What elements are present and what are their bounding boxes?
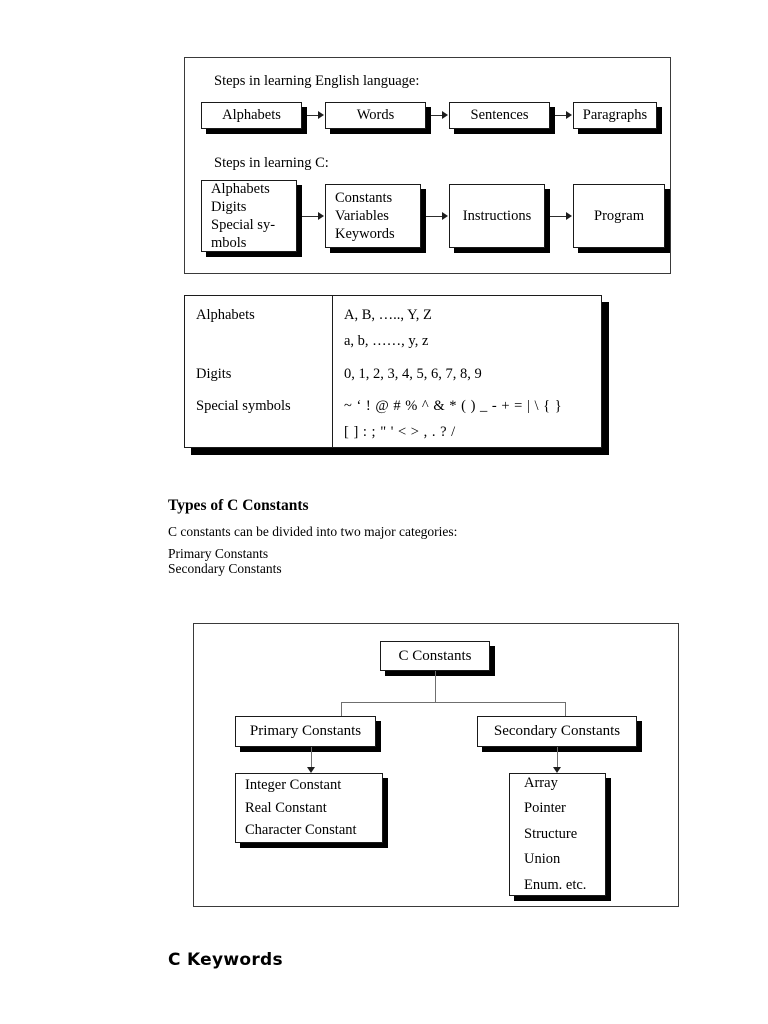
tree-branch-title: Secondary Constants	[493, 723, 621, 740]
english-connector-2	[431, 115, 445, 116]
learning-steps-panel: Steps in learning English language: Alph…	[184, 57, 671, 274]
english-step-box-sentences: Sentences	[449, 102, 550, 129]
tree-branch-title: Primary Constants	[249, 723, 362, 740]
tree-leaf-box-secondary-items: Array Pointer Structure Union Enum. etc.	[509, 773, 606, 896]
tree-stem-root	[435, 671, 436, 702]
english-connector-1	[307, 115, 321, 116]
tree-root-box-c-constants: C Constants	[380, 641, 490, 671]
english-arrow-1-icon	[318, 111, 324, 119]
tree-branch-box-primary-constants: Primary Constants	[235, 716, 376, 747]
english-step-label: Sentences	[470, 107, 529, 124]
c-arrow-2-icon	[442, 212, 448, 220]
types-of-c-constants-heading: Types of C Constants	[168, 497, 309, 514]
tree-root-label: C Constants	[398, 647, 472, 664]
c-step-line: Special sy-	[211, 217, 276, 233]
english-arrow-2-icon	[442, 111, 448, 119]
table-row-value-alphabets-lower: a, b, ……, y, z	[344, 333, 429, 349]
c-arrow-3-icon	[566, 212, 572, 220]
table-column-divider	[332, 296, 333, 447]
english-steps-caption: Steps in learning English language:	[214, 73, 420, 89]
tree-leaf-lines: Array Pointer Structure Union Enum. etc.	[510, 771, 605, 898]
c-step-box-tokens: Constants Variables Keywords	[325, 184, 421, 248]
tree-leaf-item: Enum. etc.	[524, 876, 587, 893]
c-step-lines: Alphabets Digits Special sy- mbols	[202, 180, 296, 253]
english-step-box-words: Words	[325, 102, 426, 129]
tree-arrow-primary-leaf-icon	[307, 767, 315, 773]
c-connector-3	[550, 216, 569, 217]
c-step-line: Alphabets	[211, 180, 270, 197]
tree-leaf-box-primary-items: Integer Constant Real Constant Character…	[235, 773, 383, 843]
c-step-box-instructions: Instructions	[449, 184, 545, 248]
tree-drop-right	[565, 702, 566, 725]
c-step-line: Instructions	[462, 207, 532, 224]
tree-drop-left	[341, 702, 342, 725]
secondary-constants-text: Secondary Constants	[168, 561, 282, 576]
english-connector-3	[555, 115, 569, 116]
english-step-label: Alphabets	[222, 107, 281, 124]
english-step-box-alphabets: Alphabets	[201, 102, 302, 129]
c-connector-1	[302, 216, 321, 217]
tree-leaf-lines: Integer Constant Real Constant Character…	[236, 774, 382, 841]
tree-leaf-item: Real Constant	[245, 799, 327, 816]
tree-leaf-item: Pointer	[524, 800, 566, 817]
c-step-box-program: Program	[573, 184, 665, 248]
tree-leaf-item: Array	[524, 775, 558, 792]
tree-leaf-item: Structure	[524, 825, 578, 842]
c-step-box-character-set: Alphabets Digits Special sy- mbols	[201, 180, 297, 252]
tree-connector-secondary	[557, 747, 558, 769]
tree-leaf-item: Character Constant	[245, 822, 357, 839]
english-arrow-3-icon	[566, 111, 572, 119]
tree-branch-box-secondary-constants: Secondary Constants	[477, 716, 637, 747]
character-set-table: Alphabets A, B, ….., Y, Z a, b, ……, y, z…	[184, 295, 602, 448]
english-step-box-paragraphs: Paragraphs	[573, 102, 657, 129]
c-steps-caption: Steps in learning C:	[214, 155, 329, 171]
table-row-value-alphabets-upper: A, B, ….., Y, Z	[344, 307, 432, 323]
english-step-label: Words	[356, 107, 395, 124]
tree-leaf-item: Integer Constant	[245, 777, 342, 794]
table-row-label-alphabets: Alphabets	[196, 307, 255, 323]
table-row-value-special-symbols-2: [ ] : ; " ' < > , . ? /	[344, 424, 456, 440]
c-step-line: Program	[594, 207, 644, 224]
c-step-line: Constants	[335, 189, 393, 206]
c-step-line: mbols	[211, 235, 247, 252]
tree-leaf-item: Union	[524, 851, 561, 868]
c-step-line: Variables	[335, 207, 389, 224]
english-step-label: Paragraphs	[582, 107, 648, 124]
c-step-line: Digits	[211, 198, 247, 215]
table-row-value-digits: 0, 1, 2, 3, 4, 5, 6, 7, 8, 9	[344, 366, 482, 382]
c-arrow-1-icon	[318, 212, 324, 220]
c-connector-2	[426, 216, 445, 217]
c-step-line: Keywords	[335, 226, 395, 243]
constants-intro-text: C constants can be divided into two majo…	[168, 524, 458, 539]
tree-connector-primary	[311, 747, 312, 769]
table-row-label-special-symbols: Special symbols	[196, 398, 291, 414]
constants-tree-panel: C Constants Primary Constants Secondary …	[193, 623, 679, 907]
primary-constants-text: Primary Constants	[168, 546, 269, 561]
c-keywords-heading: C Keywords	[168, 950, 283, 970]
table-row-value-special-symbols-1: ~ ‘ ! @ # % ^ & * ( ) _ - + = | \ { }	[344, 398, 563, 414]
tree-bus	[341, 702, 565, 703]
c-step-lines: Constants Variables Keywords	[326, 189, 420, 243]
tree-arrow-secondary-leaf-icon	[553, 767, 561, 773]
table-row-label-digits: Digits	[196, 366, 232, 382]
